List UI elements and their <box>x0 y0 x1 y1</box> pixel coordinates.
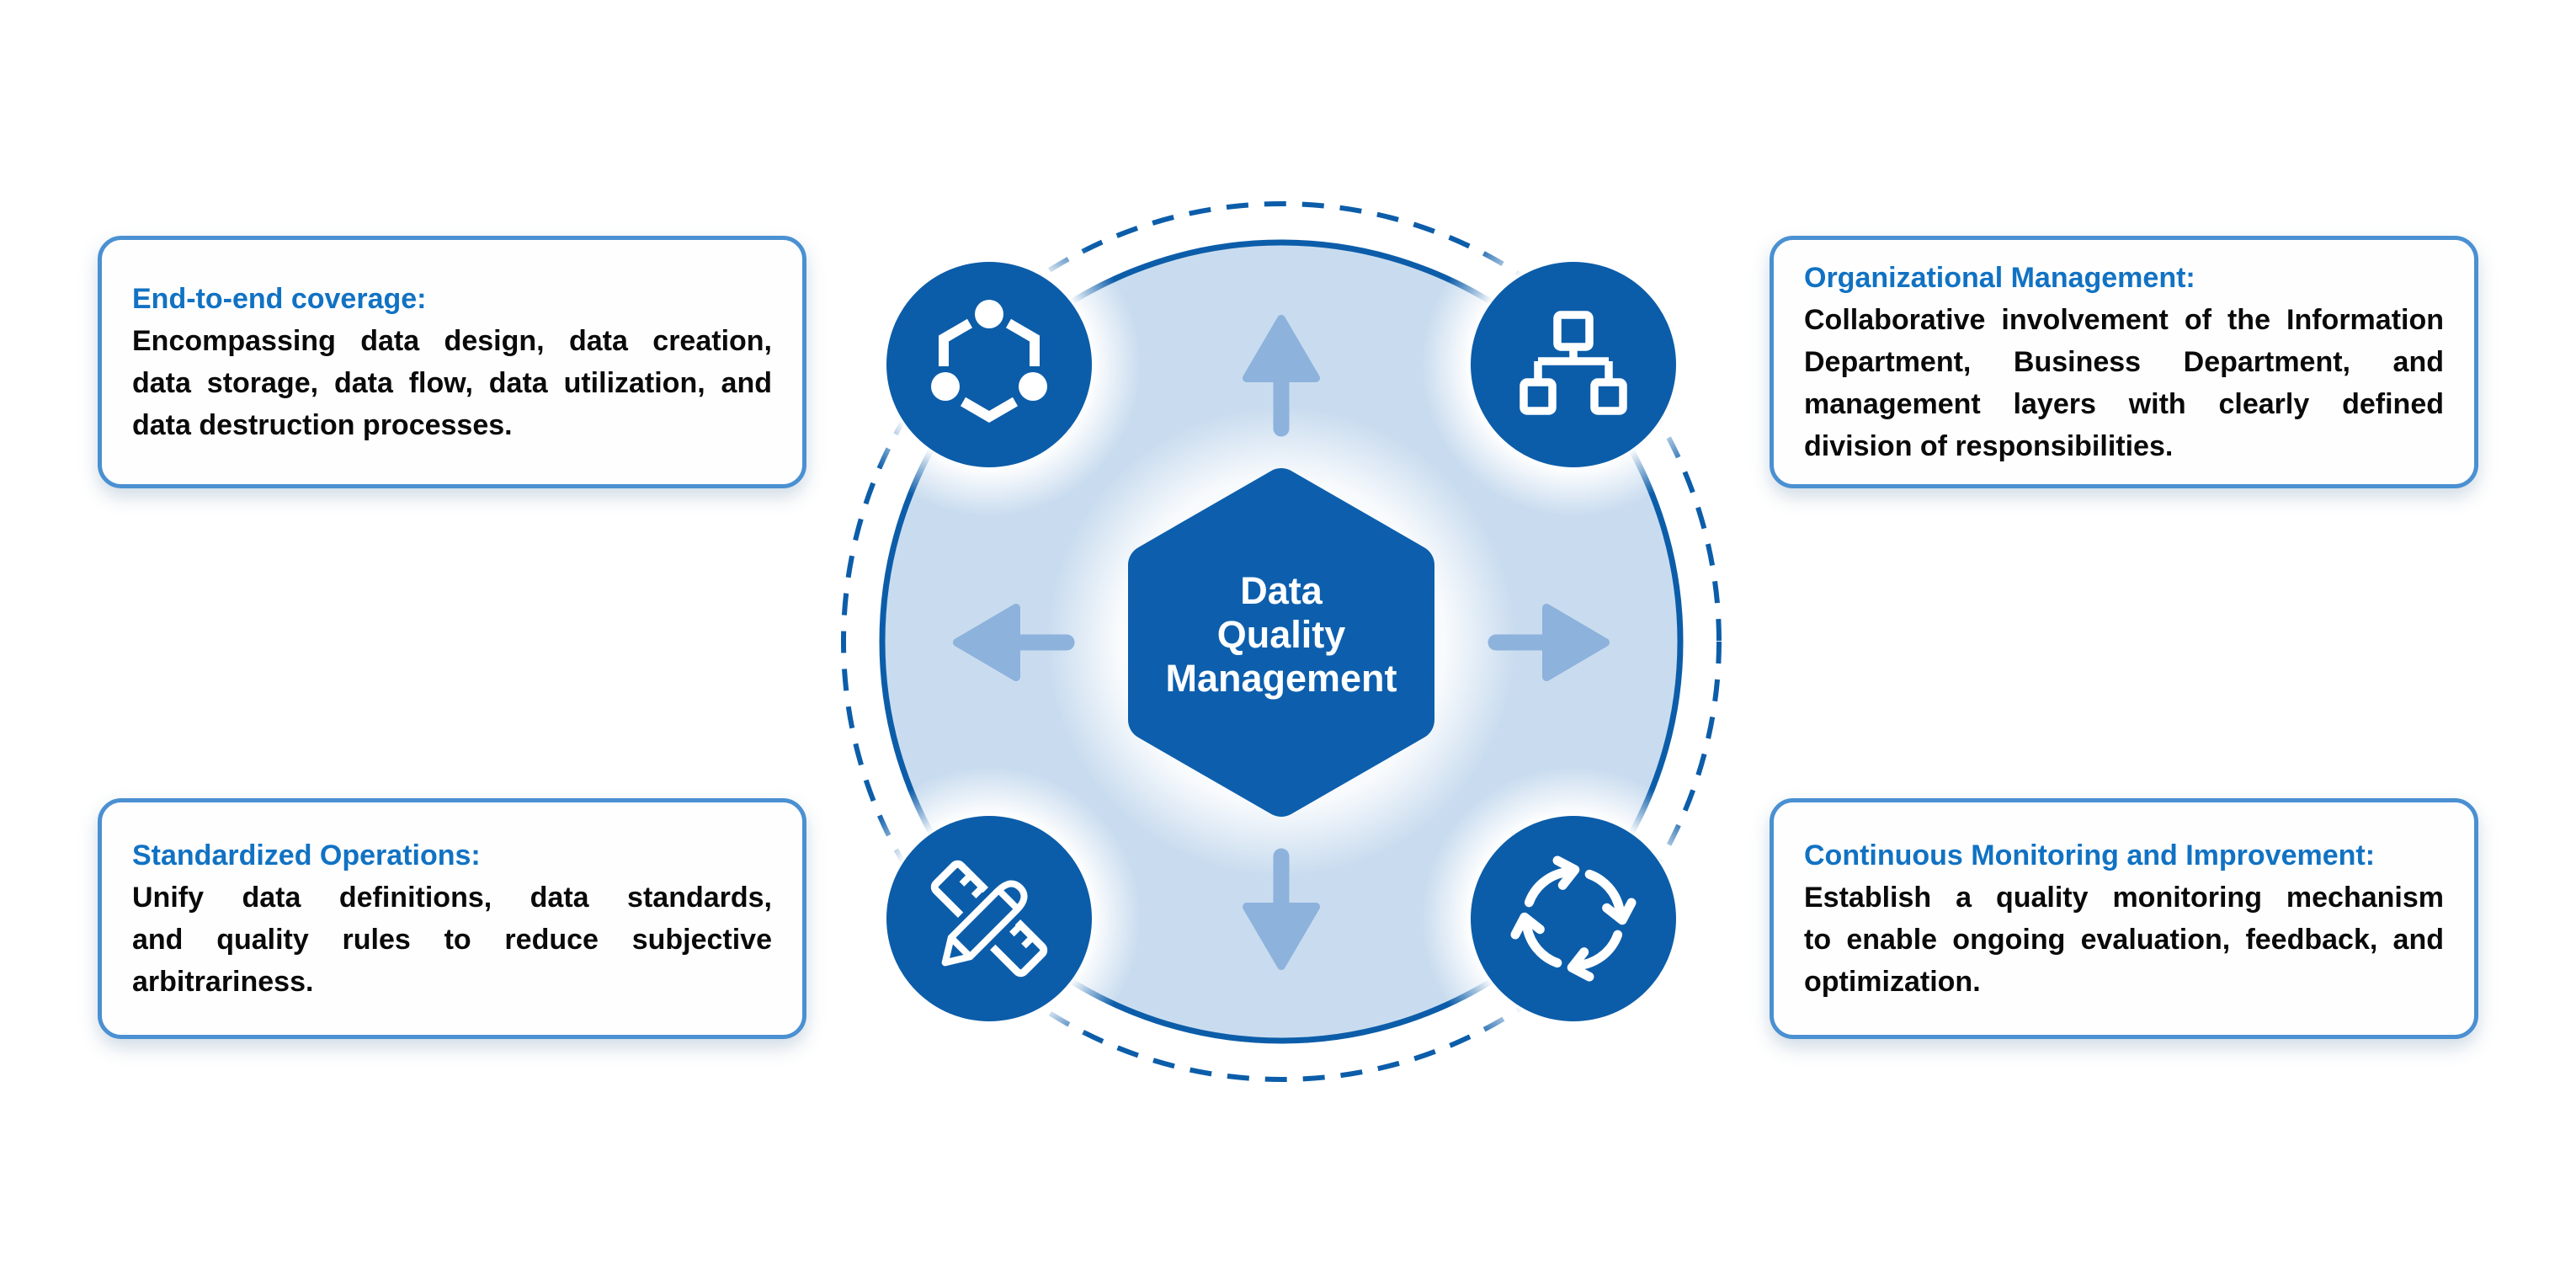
body-line: division of responsibilities. <box>1804 430 2174 462</box>
body-line: Unify data definitions, data standards, <box>132 882 772 914</box>
badge-top-left <box>886 262 1092 467</box>
card-title: Organizational Management: <box>1804 262 2195 294</box>
card-body: Unify data definitions, data standards, … <box>132 877 772 1003</box>
card-title: Standardized Operations: <box>132 839 481 871</box>
body-line: management layers with clearly defined <box>1804 388 2444 420</box>
card-continuous-monitoring: Continuous Monitoring and Improvement: E… <box>1770 798 2478 1039</box>
body-line: optimization. <box>1804 966 1981 998</box>
body-line: arbitrariness. <box>132 966 314 998</box>
center-label: Data Quality Management <box>1165 569 1397 700</box>
body-line: to enable ongoing evaluation, feedback, … <box>1804 924 2444 956</box>
ruler-pencil-icon <box>930 860 1048 978</box>
card-title: End-to-end coverage: <box>132 283 427 315</box>
card-organizational-management: Organizational Management: Collaborative… <box>1770 236 2478 488</box>
body-line: Collaborative involvement of the Informa… <box>1804 304 2444 336</box>
outer-dashed-circle <box>841 201 1722 1082</box>
body-line: Department, Business Department, and <box>1804 346 2444 378</box>
body-line: and quality rules to reduce subjective <box>132 924 772 956</box>
body-line: Encompassing data design, data creation, <box>132 325 772 357</box>
card-body: Encompassing data design, data creation,… <box>132 320 772 446</box>
org-chart-icon <box>1520 311 1627 415</box>
badge-bottom-right <box>1471 816 1676 1021</box>
card-title: Continuous Monitoring and Improvement: <box>1804 839 2376 871</box>
card-body: Establish a quality monitoring mechanism… <box>1804 877 2444 1003</box>
body-line: data storage, data flow, data utilizatio… <box>132 367 772 399</box>
card-body: Collaborative involvement of the Informa… <box>1804 299 2444 467</box>
body-line: Establish a quality monitoring mechanism <box>1804 882 2444 914</box>
center-hexagon <box>1128 468 1434 817</box>
network-nodes-icon <box>931 300 1047 423</box>
card-standardized-operations: Standardized Operations: Unify data defi… <box>98 798 806 1039</box>
body-line: data destruction processes. <box>132 409 513 441</box>
card-end-to-end-coverage: End-to-end coverage: Encompassing data d… <box>98 236 806 488</box>
